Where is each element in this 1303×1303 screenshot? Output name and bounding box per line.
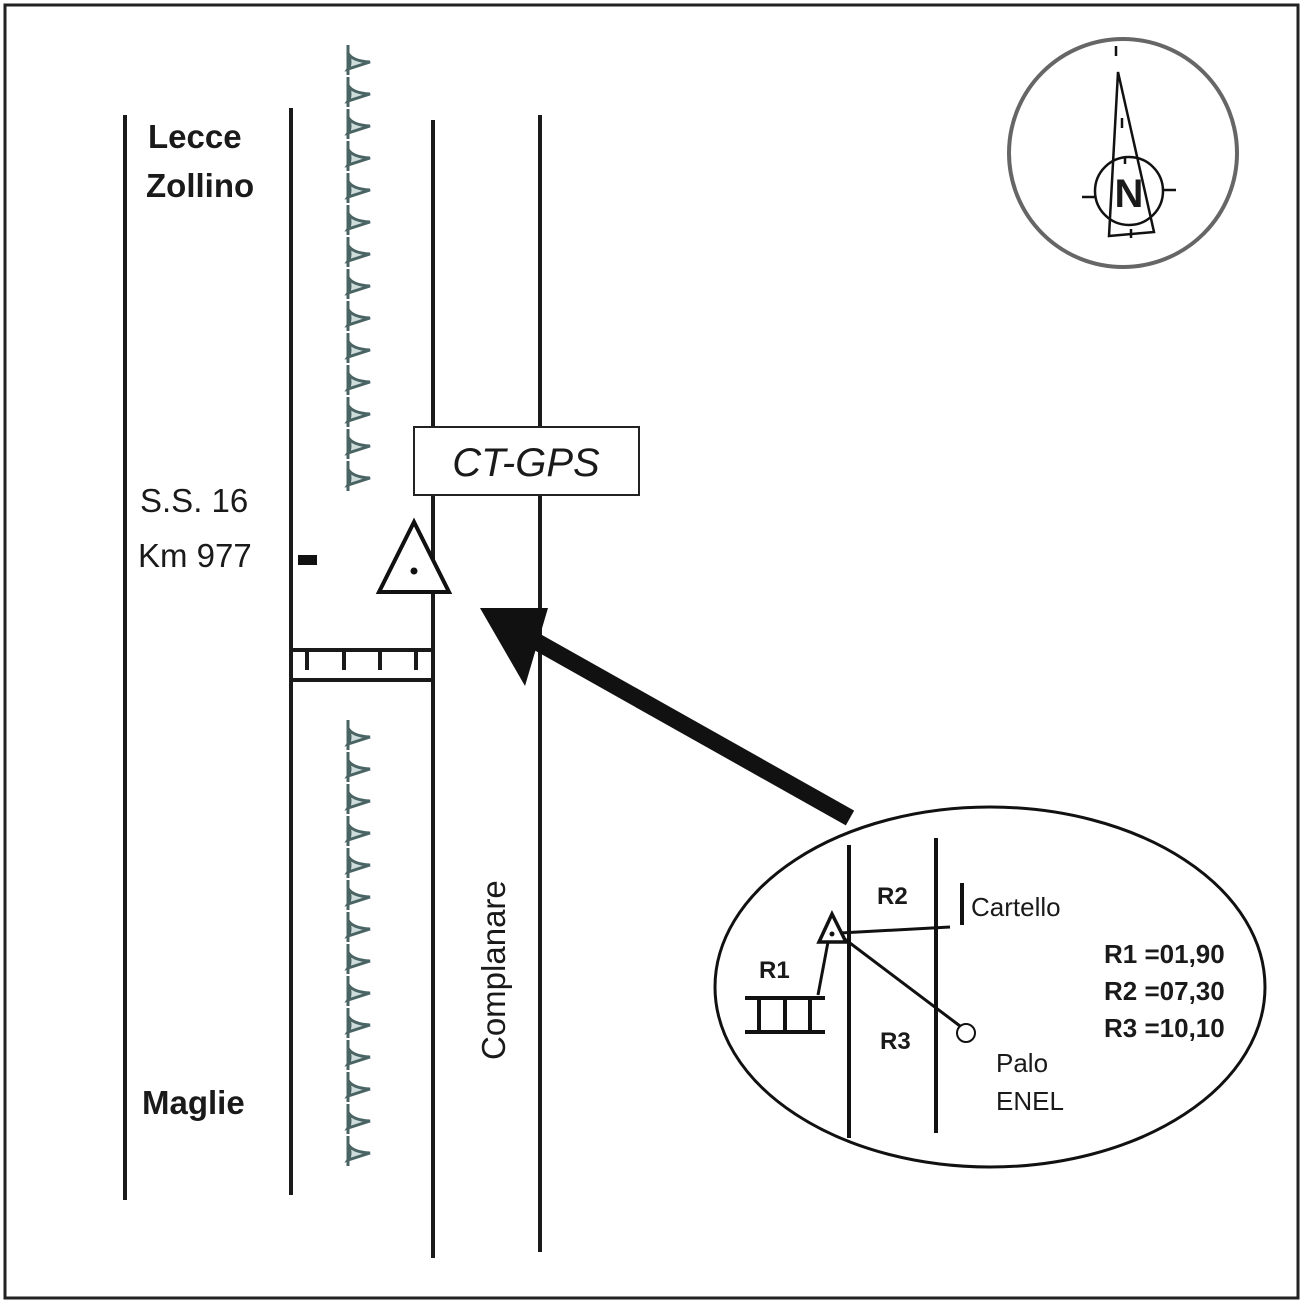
label-lecce: Lecce — [148, 118, 242, 155]
embankment-tick — [344, 237, 371, 267]
measure-r2: R2 =07,30 — [1104, 976, 1225, 1006]
embankment-tick — [344, 976, 371, 1006]
embankment-tick — [344, 461, 371, 491]
embankment-tick — [344, 1136, 371, 1166]
inset-r2-label: R2 — [877, 883, 908, 910]
label-maglie: Maglie — [142, 1084, 245, 1121]
inset-r3-label: R3 — [880, 1028, 911, 1055]
bridge-icon — [291, 648, 435, 682]
embankment-tick — [344, 77, 371, 107]
embankment-tick — [344, 397, 371, 427]
embankment-tick — [344, 944, 371, 974]
embankment-tick — [344, 816, 371, 846]
label-ss16: S.S. 16 — [140, 482, 248, 519]
compass-rose — [1007, 37, 1239, 269]
embankment-tick — [344, 720, 371, 750]
embankment-tick — [344, 141, 371, 171]
label-complanare: Complanare — [475, 880, 512, 1060]
station-label: CT-GPS — [452, 441, 600, 485]
embankment-tick — [344, 752, 371, 782]
embankment-tick — [344, 205, 371, 235]
arrow-icon — [480, 608, 855, 826]
embankment-tick — [344, 912, 371, 942]
embankment-tick — [344, 1008, 371, 1038]
measure-r1: R1 =01,90 — [1104, 939, 1225, 969]
embankment-tick — [344, 109, 371, 139]
embankment-tick — [344, 880, 371, 910]
km-marker-icon — [298, 555, 317, 565]
label-km: Km 977 — [138, 537, 252, 574]
embankment-tick — [344, 365, 371, 395]
embankment-tick — [344, 784, 371, 814]
embankment-tick — [344, 173, 371, 203]
embankment-tick — [344, 1104, 371, 1134]
label-zollino: Zollino — [146, 167, 254, 204]
inset-cartello-label: Cartello — [971, 892, 1061, 922]
embankment-tick — [344, 269, 371, 299]
embankment-tick — [344, 333, 371, 363]
road-lines — [123, 108, 542, 1258]
inset-palo-label: Palo — [996, 1048, 1048, 1078]
embankment-tick — [344, 1072, 371, 1102]
embankment-symbols — [344, 45, 371, 1166]
frame-border — [3, 3, 1300, 1300]
compass-north-letter: N — [1115, 172, 1144, 216]
measure-r3: R3 =10,10 — [1104, 1013, 1225, 1043]
embankment-tick — [344, 1040, 371, 1070]
station-triangle-icon — [375, 517, 453, 594]
embankment-tick — [344, 429, 371, 459]
inset-enel-label: ENEL — [996, 1086, 1064, 1116]
inset-detail — [713, 805, 1267, 1169]
embankment-tick — [344, 301, 371, 331]
station-label-box — [413, 426, 640, 496]
embankment-tick — [344, 45, 371, 75]
inset-r1-label: R1 — [759, 957, 790, 984]
embankment-tick — [344, 848, 371, 878]
